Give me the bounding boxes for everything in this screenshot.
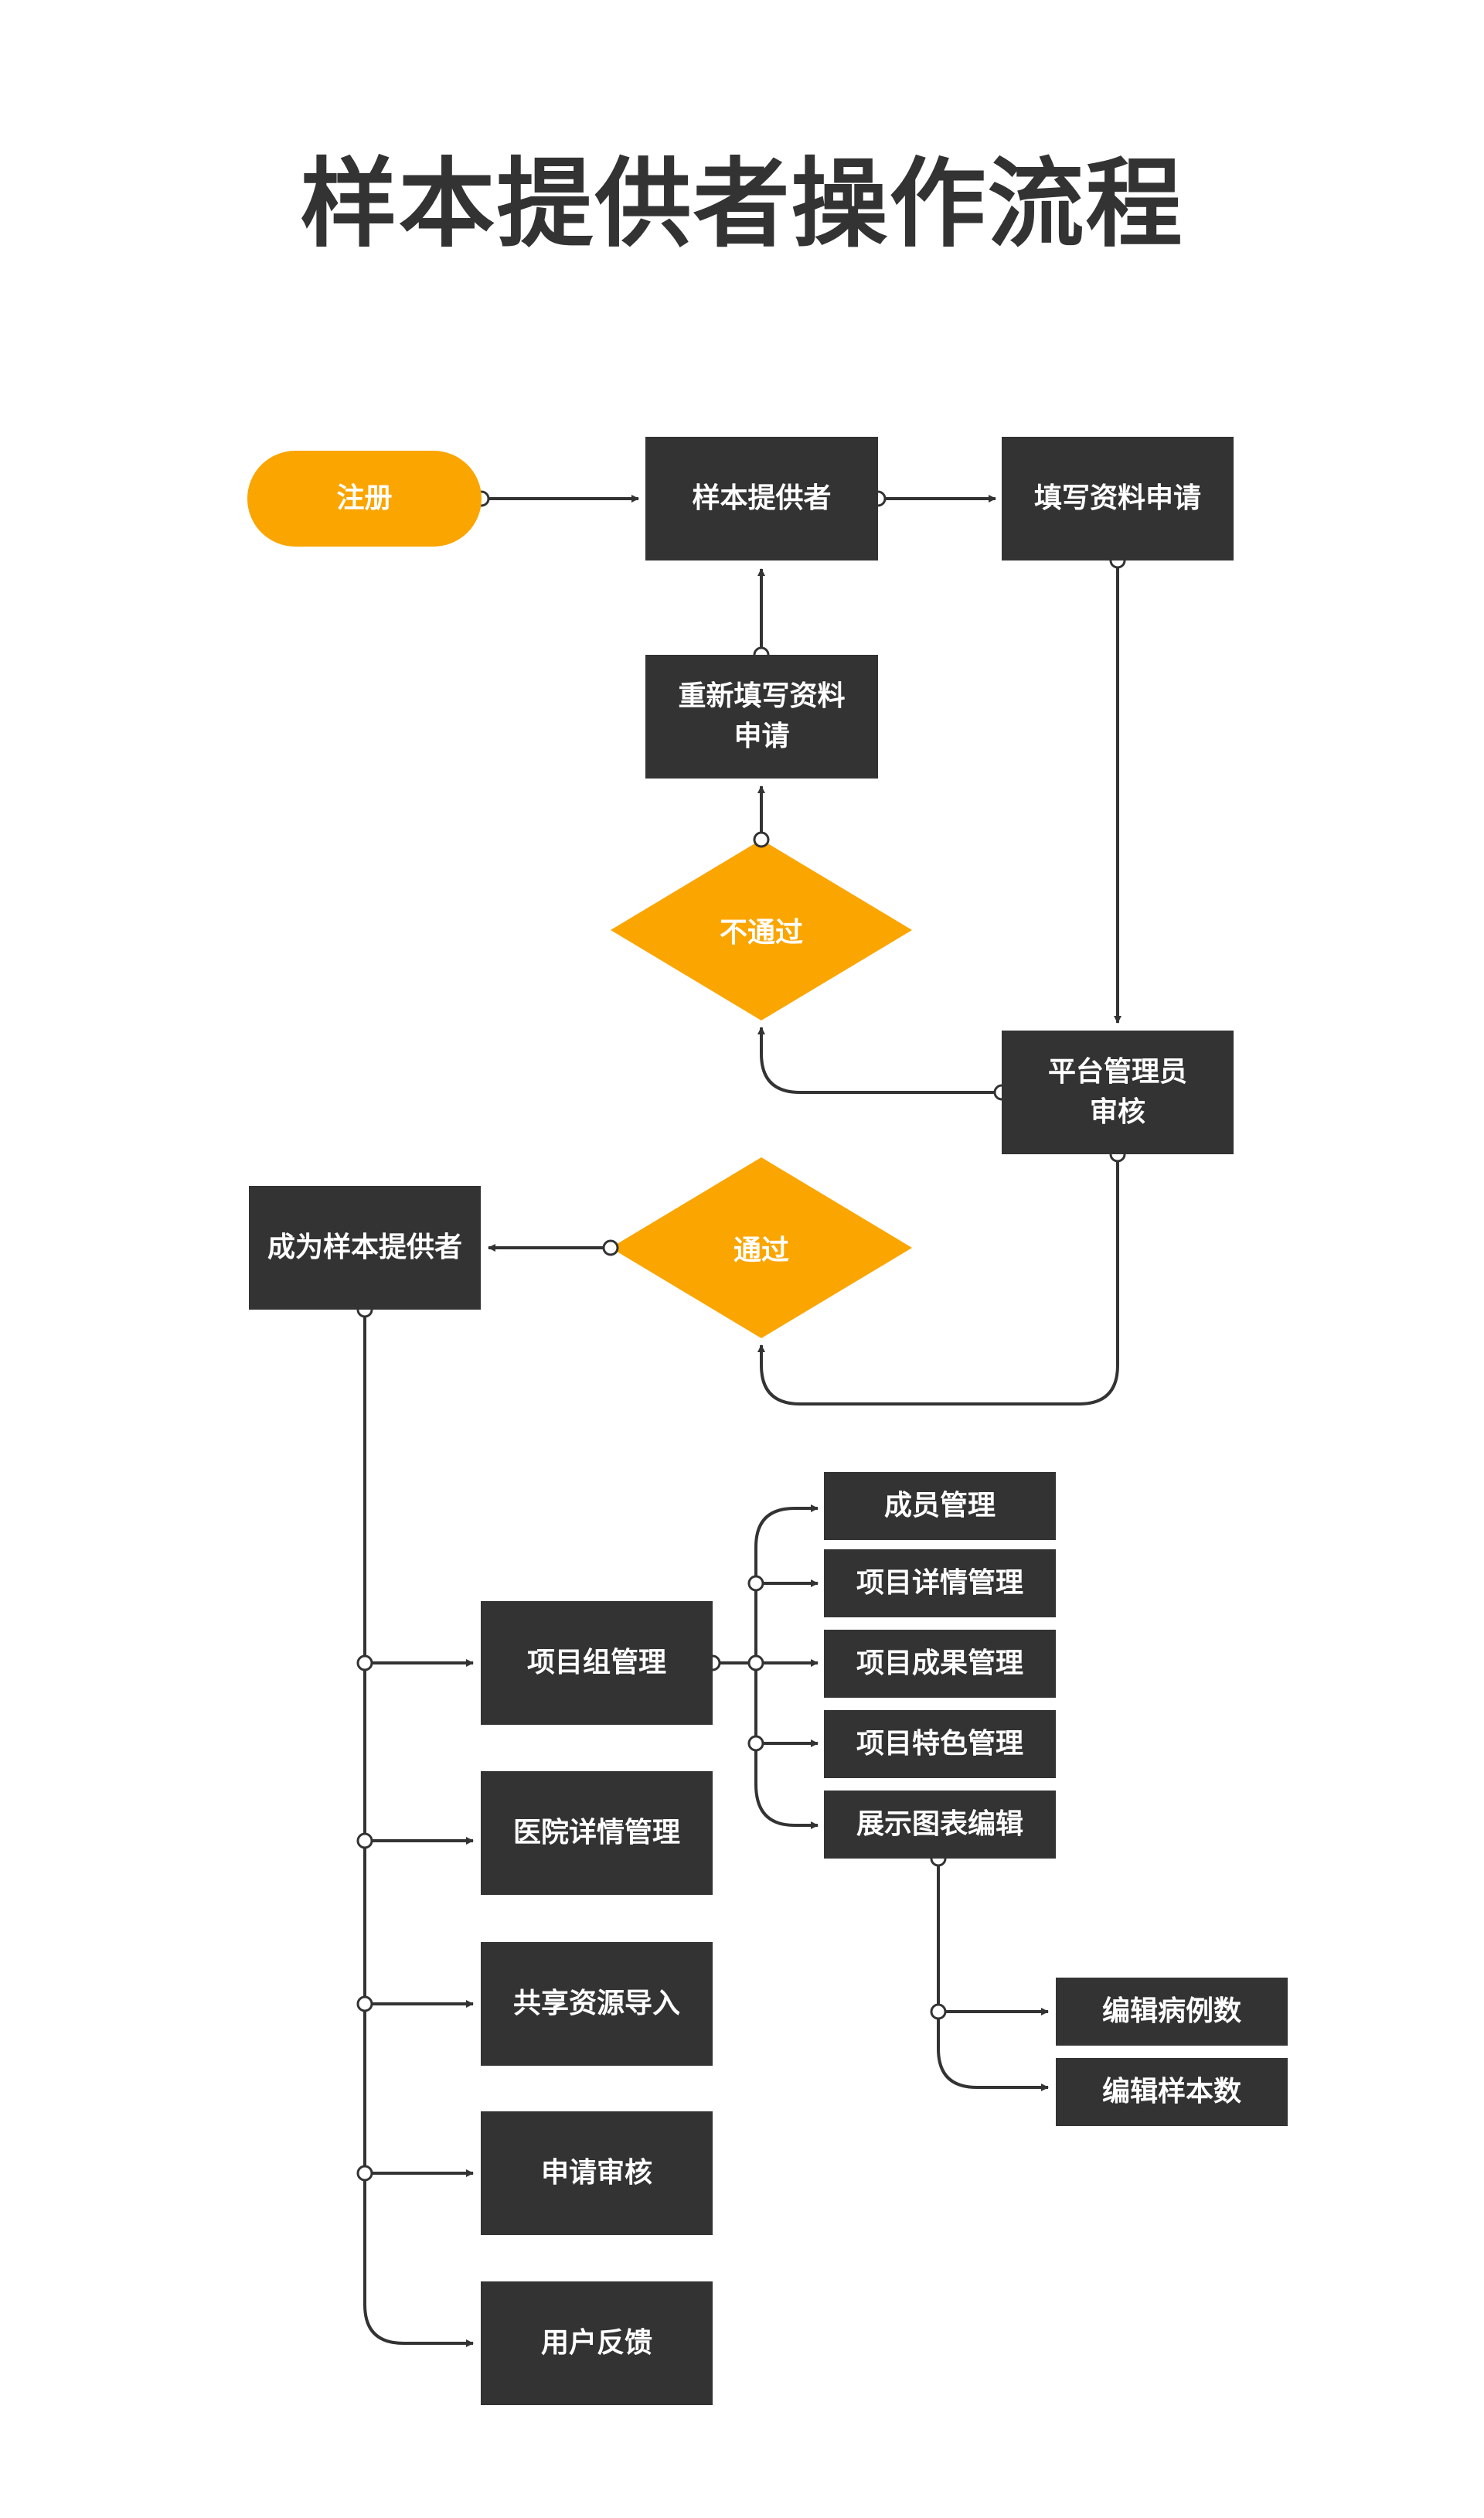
refill-application-label: 重新填写资料申请 xyxy=(678,680,846,752)
line-to-member xyxy=(754,1504,819,1548)
user-feedback-label: 用户反馈 xyxy=(540,2327,652,2359)
admin-review-label: 平台管理员审核 xyxy=(1047,1056,1187,1128)
edit-sample-count-node: 编辑样本数 xyxy=(1056,2058,1288,2126)
dot-spine-4 xyxy=(356,2165,373,2182)
fill-application-node: 填写资料申请 xyxy=(1002,437,1234,561)
edit-case-count-label: 编辑病例数 xyxy=(1101,1995,1241,2027)
become-provider-label: 成为样本提供者 xyxy=(267,1232,462,1263)
member-mgmt-node: 成员管理 xyxy=(824,1472,1056,1540)
dot-chart-branch xyxy=(930,2003,947,2020)
shared-resource-import-label: 共享资源导入 xyxy=(512,1988,680,2019)
become-provider-node: 成为样本提供者 xyxy=(249,1186,481,1310)
dot-spine-3 xyxy=(356,1995,373,2012)
register-node: 注册 xyxy=(247,451,482,547)
chart-edit-label: 展示图表编辑 xyxy=(856,1808,1023,1840)
passed-label: 通过 xyxy=(733,1235,789,1266)
project-result-mgmt-label: 项目成果管理 xyxy=(856,1647,1023,1679)
sample-provider-label: 样本提供者 xyxy=(692,482,832,514)
hospital-detail-mgmt-label: 医院详情管理 xyxy=(512,1817,680,1848)
line-become-spine xyxy=(363,1310,474,2347)
dot-trunk-1 xyxy=(747,1575,764,1592)
edit-sample-count-label: 编辑样本数 xyxy=(1101,2076,1241,2107)
chart-edit-node: 展示图表编辑 xyxy=(824,1791,1056,1859)
project-detail-mgmt-node: 项目详情管理 xyxy=(824,1549,1056,1617)
passed-diamond xyxy=(611,1157,912,1338)
refill-application-node: 重新填写资料申请 xyxy=(645,655,878,779)
project-group-mgmt-label: 项目组管理 xyxy=(526,1647,666,1678)
apply-review-node: 申请审核 xyxy=(481,2111,713,2235)
fill-application-label: 填写资料申请 xyxy=(1033,482,1201,514)
user-feedback-node: 用户反馈 xyxy=(481,2281,713,2405)
dot-spine-1 xyxy=(356,1654,373,1671)
edit-case-count-node: 编辑病例数 xyxy=(1056,1978,1288,2046)
dot-notpassed-out xyxy=(753,831,770,848)
line-review-to-passed xyxy=(757,1154,1119,1406)
member-mgmt-label: 成员管理 xyxy=(883,1490,996,1521)
register-label: 注册 xyxy=(336,482,393,514)
project-feature-mgmt-node: 项目特色管理 xyxy=(824,1710,1056,1778)
not-passed-diamond xyxy=(611,840,912,1020)
shared-resource-import-node: 共享资源导入 xyxy=(481,1942,713,2066)
line-to-chart xyxy=(754,1784,819,1829)
apply-review-label: 申请审核 xyxy=(540,2157,652,2189)
dot-trunk-3 xyxy=(747,1735,764,1752)
line-review-to-notpassed xyxy=(757,1027,1002,1094)
project-group-mgmt-node: 项目组管理 xyxy=(481,1601,713,1725)
admin-review-node: 平台管理员审核 xyxy=(1002,1031,1234,1154)
project-detail-mgmt-label: 项目详情管理 xyxy=(856,1567,1023,1599)
hospital-detail-mgmt-node: 医院详情管理 xyxy=(481,1771,713,1895)
dot-trunk-2 xyxy=(747,1654,764,1671)
not-passed-label: 不通过 xyxy=(719,917,803,949)
project-feature-mgmt-label: 项目特色管理 xyxy=(856,1728,1023,1760)
dot-passed-out xyxy=(602,1239,619,1256)
project-result-mgmt-node: 项目成果管理 xyxy=(824,1630,1056,1698)
sample-provider-node: 样本提供者 xyxy=(645,437,878,561)
page-title: 样本提供者操作流程 xyxy=(300,148,1184,261)
line-chart-down xyxy=(937,1859,1049,2091)
dot-spine-2 xyxy=(356,1832,373,1849)
